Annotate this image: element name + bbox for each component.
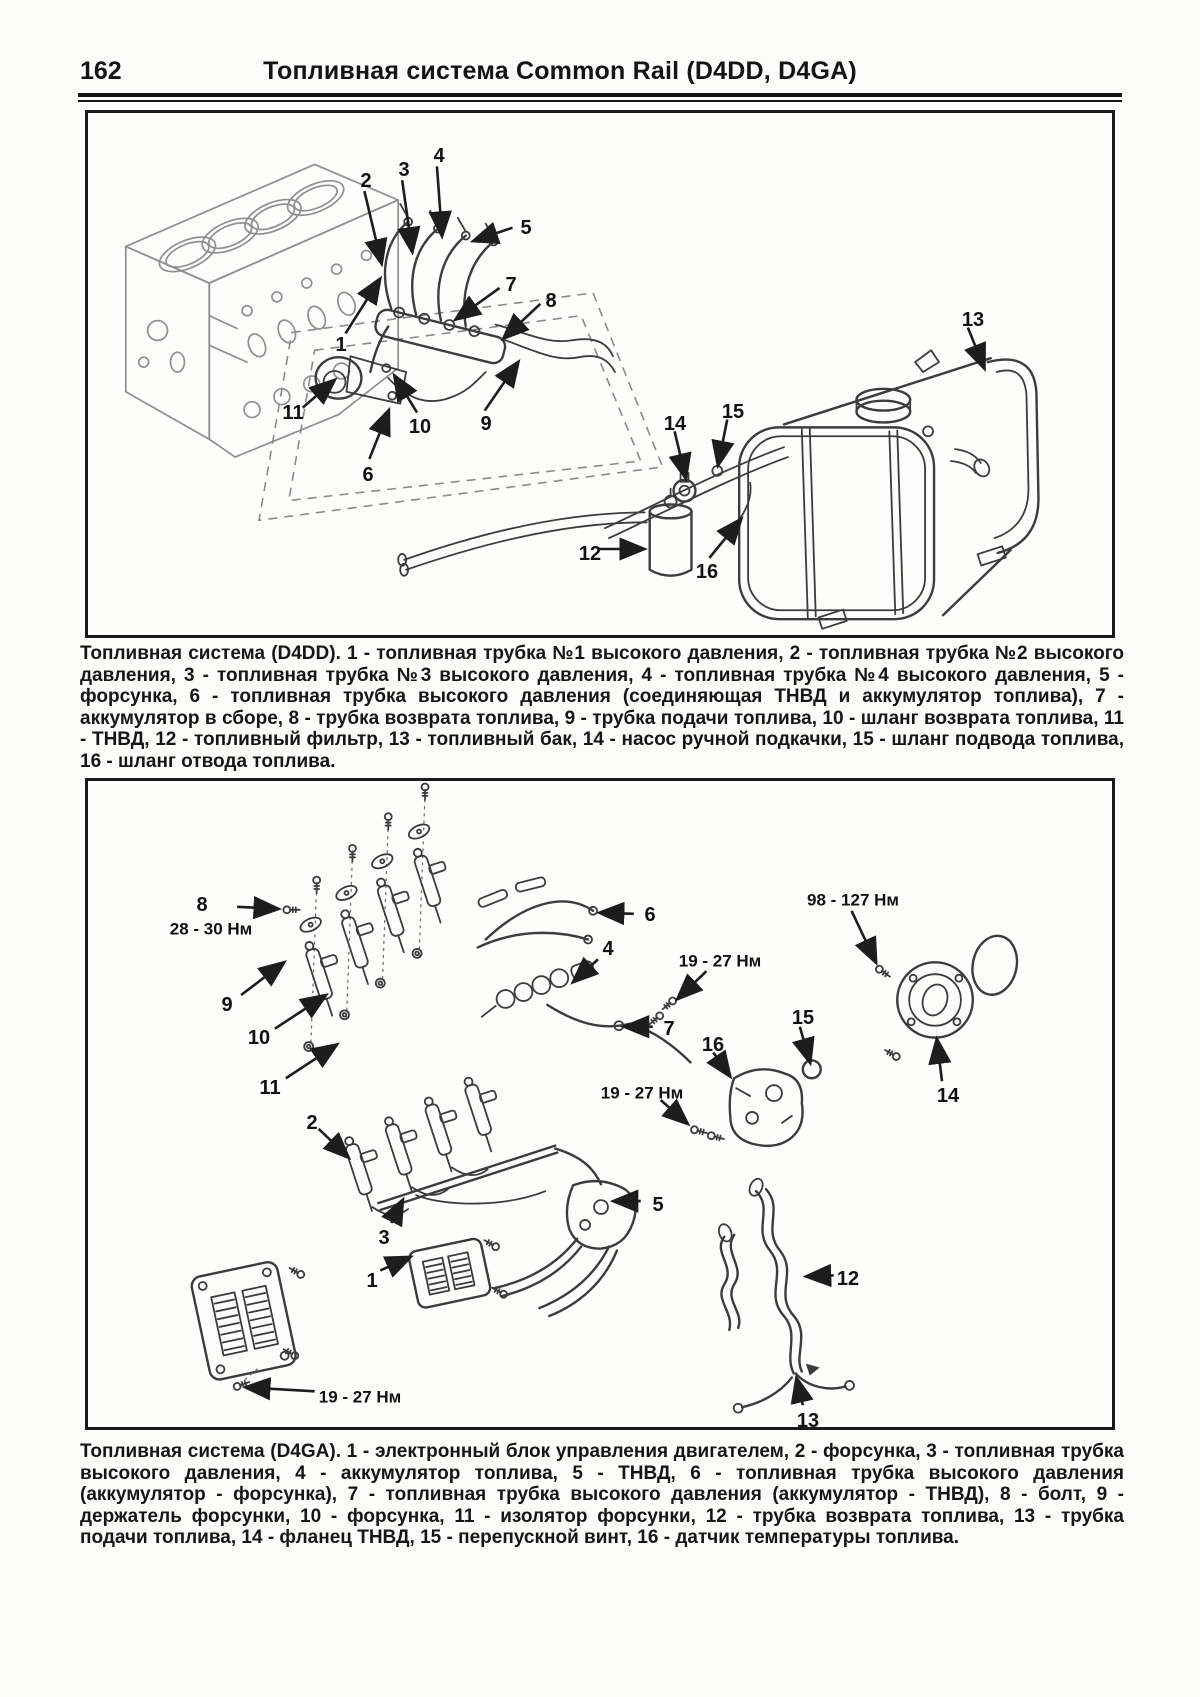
chassis-frame-dashed-outline <box>259 293 663 520</box>
ecu-drawing-small <box>408 1238 492 1309</box>
callout-d4ga-12: 12 <box>836 1268 860 1290</box>
callout-d4dd-2: 2 <box>360 170 372 192</box>
pump5-drawing <box>494 1181 636 1316</box>
callout-d4dd-16: 16 <box>695 561 719 583</box>
callout-d4ga-10: 10 <box>247 1027 271 1049</box>
callout-d4dd-8: 8 <box>545 290 557 312</box>
callout-d4dd-13: 13 <box>961 309 985 331</box>
callout-d4dd-9: 9 <box>480 413 492 435</box>
callout-d4ga-15: 15 <box>791 1007 815 1029</box>
fuel-tank-drawing <box>739 350 1038 629</box>
d4dd-diagram-drawing <box>88 113 1112 635</box>
figure-d4dd-box: 1 2 3 4 5 6 7 8 9 10 11 12 13 14 15 16 <box>85 110 1115 638</box>
fuel-pipes-12-13-drawing <box>717 1177 854 1413</box>
callout-d4ga-3: 3 <box>378 1227 390 1249</box>
torque-label-28-30: 28 - 30 Нм <box>169 919 253 939</box>
torque-label-19-27-b: 19 - 27 Нм <box>600 1083 684 1103</box>
callout-d4dd-1: 1 <box>335 334 347 356</box>
callout-d4dd-4: 4 <box>433 145 445 167</box>
pump16-drawing <box>689 1060 821 1145</box>
rail-drawing <box>482 960 595 1017</box>
callout-d4ga-11: 11 <box>259 1077 281 1099</box>
callout-arrows-2 <box>237 896 952 1405</box>
callout-d4ga-7: 7 <box>663 1018 675 1040</box>
ecu-drawing-large <box>190 1260 297 1381</box>
torque-label-19-27-a: 19 - 27 Нм <box>678 951 762 971</box>
injector-exploded-group <box>282 782 463 1052</box>
page-title: Топливная система Common Rail (D4DD, D4G… <box>263 57 857 85</box>
callout-d4ga-9: 9 <box>221 994 233 1016</box>
fuel-filter-drawing <box>650 489 692 576</box>
callout-d4ga-14: 14 <box>936 1085 960 1107</box>
callout-d4dd-10: 10 <box>408 416 432 438</box>
callout-d4ga-13: 13 <box>796 1410 820 1432</box>
fuel-lines-drawing <box>398 325 788 576</box>
callout-d4dd-11: 11 <box>282 402 304 424</box>
callout-d4dd-12: 12 <box>578 543 602 565</box>
callout-d4ga-2: 2 <box>306 1112 318 1134</box>
figure-d4ga-box: 1 2 3 4 5 6 7 8 9 10 11 12 13 14 15 16 2… <box>85 778 1115 1432</box>
callout-arrows <box>303 166 986 561</box>
callout-d4dd-14: 14 <box>663 413 687 435</box>
pipes-and-rail-drawing <box>477 877 690 1063</box>
callout-d4dd-15: 15 <box>721 401 745 423</box>
callout-d4ga-4: 4 <box>602 938 614 960</box>
torque-label-98-127: 98 - 127 Нм <box>807 890 899 910</box>
flange-drawing <box>873 932 1023 1063</box>
callout-d4ga-8: 8 <box>196 894 208 916</box>
injector-row2-drawing <box>341 1070 601 1215</box>
callout-d4ga-6: 6 <box>644 904 656 926</box>
callout-d4ga-16: 16 <box>701 1034 725 1056</box>
torque-label-19-27-c: 19 - 27 Нм <box>318 1387 402 1407</box>
callout-d4dd-6: 6 <box>362 464 374 486</box>
ecu-bolts-large <box>231 1264 307 1392</box>
rail-accumulator-drawing <box>373 303 508 365</box>
callout-d4dd-3: 3 <box>398 159 410 181</box>
callout-d4dd-7: 7 <box>505 274 517 296</box>
figure-d4dd-caption: Топливная система (D4DD). 1 - топливная … <box>80 643 1124 772</box>
callout-d4ga-5: 5 <box>652 1194 664 1216</box>
header-rule <box>78 93 1122 102</box>
engine-block-drawing <box>126 164 398 457</box>
d4ga-diagram-drawing <box>88 782 1112 1427</box>
callout-d4ga-1: 1 <box>366 1270 378 1292</box>
figure-d4ga-caption: Топливная система (D4GA). 1 - электронны… <box>80 1441 1124 1548</box>
callout-d4dd-5: 5 <box>520 217 532 239</box>
page-number: 162 <box>80 57 122 85</box>
